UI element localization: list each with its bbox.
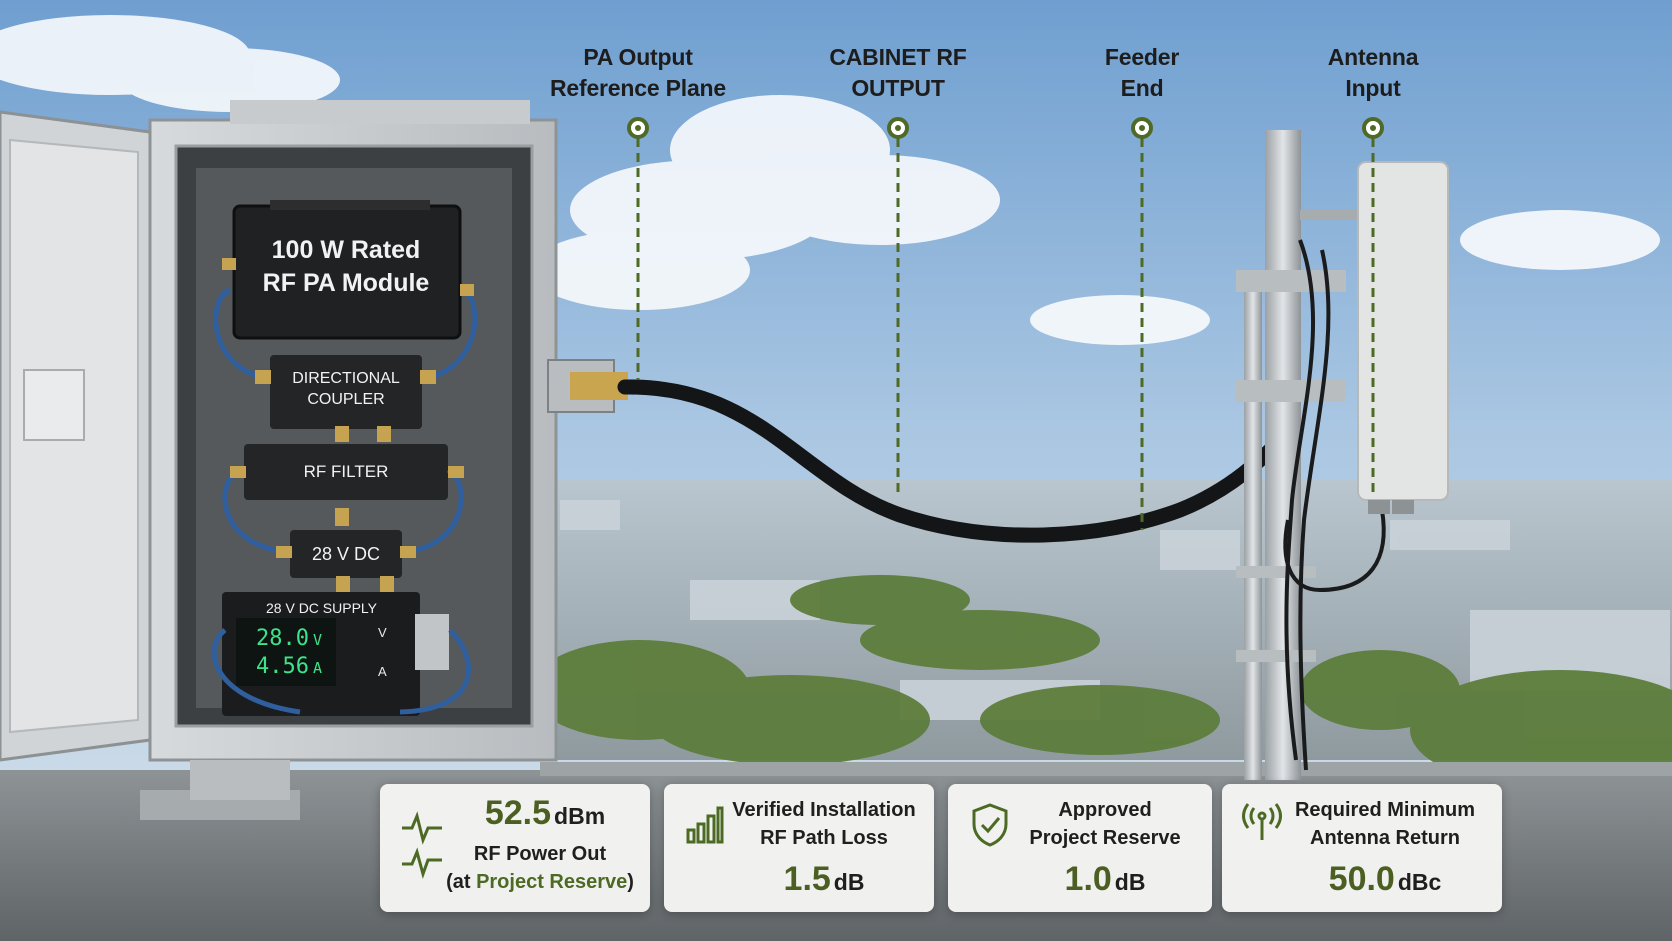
reserve-unit: dB xyxy=(1114,869,1146,895)
rf-power-number: 52.5 xyxy=(484,794,552,832)
antenna-return-line2: Antenna Return xyxy=(1310,827,1460,849)
callout-line: Input xyxy=(1345,75,1401,101)
path-loss-unit: dB xyxy=(833,869,865,895)
callout-cabinet-rf-output: CABINET RF OUTPUT xyxy=(778,42,1018,104)
pa-module-label: 100 W Rated RF PA Module xyxy=(234,234,458,300)
rf-power-sub-post: ) xyxy=(627,871,634,893)
shield-check-icon xyxy=(972,803,1008,847)
bar-chart-icon xyxy=(686,806,724,844)
callout-leader-lines xyxy=(636,138,1375,530)
antenna-signal-icon xyxy=(1242,803,1282,840)
coupler-line: COUPLER xyxy=(307,391,385,408)
supply-a-tag: A xyxy=(378,664,387,679)
callout-line: CABINET RF xyxy=(829,44,967,70)
rf-power-unit: dBm xyxy=(554,803,606,829)
cloud-shapes xyxy=(0,15,1660,345)
reserve-line1: Approved xyxy=(1058,799,1152,821)
callout-antenna-input: Antenna Input xyxy=(1253,42,1493,104)
callout-line: Feeder xyxy=(1104,44,1180,70)
callout-line: Antenna xyxy=(1327,44,1419,70)
voltage-value: 28.0 xyxy=(256,626,309,651)
rf-power-label: RF Power Out xyxy=(473,843,607,865)
antenna-return-number: 50.0 xyxy=(1328,860,1395,898)
project-reserve-highlight: Project Reserve xyxy=(476,871,628,893)
dc-block-label: 28 V DC xyxy=(311,544,381,564)
dc-supply-title: 28 V DC SUPPLY xyxy=(266,600,378,616)
reserve-line2: Project Reserve xyxy=(1029,827,1181,849)
rf-filter-label: RF FILTER xyxy=(303,462,389,481)
callout-line: Reference Plane xyxy=(550,75,726,101)
current-value: 4.56 xyxy=(256,654,309,679)
coupler-line: DIRECTIONAL xyxy=(292,370,400,387)
callout-line: OUTPUT xyxy=(851,75,945,101)
rf-power-sub-pre: (at xyxy=(446,871,477,893)
antenna-return-unit: dBc xyxy=(1397,869,1442,895)
callout-pa-output: PA Output Reference Plane xyxy=(518,42,758,104)
callout-feeder-end: Feeder End xyxy=(1022,42,1262,104)
voltage-unit: V xyxy=(312,631,323,649)
directional-coupler-label: DIRECTIONAL COUPLER xyxy=(266,368,426,410)
pa-module-line: 100 W Rated xyxy=(271,236,421,264)
callout-line: End xyxy=(1120,75,1164,101)
reserve-number: 1.0 xyxy=(1064,860,1112,898)
path-loss-line2: RF Path Loss xyxy=(760,827,888,849)
path-loss-line1: Verified Installation xyxy=(732,799,916,821)
rf-power-sub: (at Project Reserve) xyxy=(430,868,650,896)
path-loss-number: 1.5 xyxy=(783,860,831,898)
waveform-icon xyxy=(402,811,442,879)
pa-module-line: RF PA Module xyxy=(262,269,430,297)
current-unit: A xyxy=(312,659,323,677)
callout-line: PA Output xyxy=(583,44,693,70)
supply-v-tag: V xyxy=(378,625,387,640)
antenna-return-line1: Required Minimum xyxy=(1294,799,1475,821)
